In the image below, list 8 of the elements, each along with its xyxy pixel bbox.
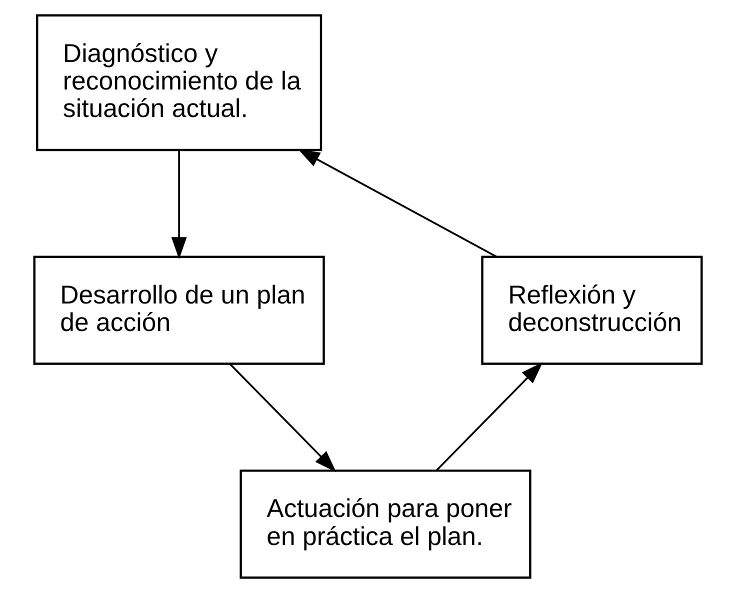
arrow: [436, 362, 543, 471]
node-box: Reflexión y deconstrucción: [481, 256, 703, 365]
node-box: Diagnóstico y reconocimiento de la situación actual.: [36, 14, 322, 152]
arrow: [229, 363, 336, 472]
arrow: [298, 148, 497, 258]
arrow: [171, 150, 187, 260]
node-box: Actuación para poner en práctica el plan.: [240, 470, 532, 579]
node-box: Desarrollo de un plan de acción: [33, 256, 325, 365]
